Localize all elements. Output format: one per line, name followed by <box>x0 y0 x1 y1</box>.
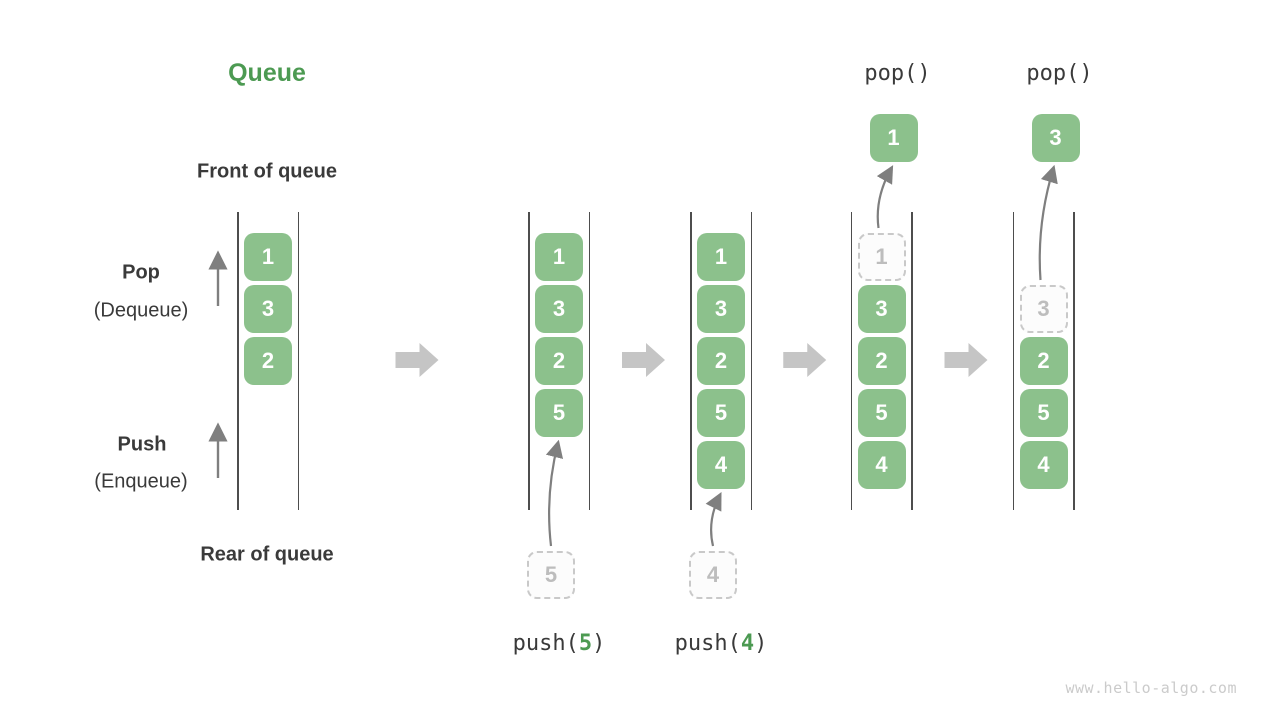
queue-cell: 5 <box>857 389 906 437</box>
queue-cell: 4 <box>697 441 745 489</box>
queue-cell: 2 <box>535 337 583 385</box>
queue-cell: 2 <box>1019 337 1068 385</box>
queue-cell: 2 <box>857 337 906 385</box>
queue-rail-left <box>237 212 239 510</box>
queue-cell: 3 <box>857 285 906 333</box>
queue-rail-left <box>850 212 852 510</box>
queue-cell: 3 <box>697 285 745 333</box>
pop-call-label: pop() <box>1026 61 1092 86</box>
queue-cell: 4 <box>857 441 906 489</box>
rear-of-queue-label: Rear of queue <box>200 543 334 566</box>
next-state-arrow-icon <box>395 343 439 377</box>
queue-cell: 2 <box>697 337 745 385</box>
queue-cell: 5 <box>535 389 583 437</box>
queue-cell: 2 <box>244 337 292 385</box>
diagram-title: Queue <box>228 59 306 87</box>
queue-cell: 5 <box>1019 389 1068 437</box>
dequeue-label: (Dequeue) <box>93 299 189 322</box>
push-label: Push <box>117 433 167 456</box>
push-call-arg: 4 <box>740 631 755 656</box>
queue-rail-right <box>911 212 913 510</box>
queue-rail-left <box>690 212 692 510</box>
popped-cell: 1 <box>869 114 918 162</box>
push-ghost-cell: 4 <box>689 551 737 599</box>
push-call-label: push(5) <box>513 631 606 656</box>
popped-cell: 3 <box>1031 114 1080 162</box>
push-call-arg: 5 <box>578 631 593 656</box>
queue-rail-right <box>750 212 752 510</box>
queue-cell-ghost: 1 <box>857 233 906 281</box>
front-of-queue-label: Front of queue <box>197 160 337 183</box>
push-arrow <box>705 492 722 547</box>
push-arrow <box>545 439 564 547</box>
pop-arrow <box>876 165 894 229</box>
pop-call-text: pop() <box>1026 61 1093 86</box>
watermark: www.hello-algo.com <box>1065 679 1237 697</box>
push-call-label: push(4) <box>675 631 768 656</box>
queue-cell-ghost: 3 <box>1019 285 1068 333</box>
push-call-suffix: ) <box>754 631 768 656</box>
next-state-arrow-icon <box>622 343 665 377</box>
push-call-prefix: push( <box>674 631 741 656</box>
enqueue-label: (Enqueue) <box>94 470 188 493</box>
queue-rail-left <box>528 212 530 510</box>
queue-rail-left <box>1012 212 1014 510</box>
pop-label: Pop <box>122 261 160 284</box>
queue-rail-right <box>297 212 299 510</box>
push-call-prefix: push( <box>512 631 579 656</box>
queue-cell: 3 <box>244 285 292 333</box>
pop-arrow <box>1038 164 1058 281</box>
next-state-arrow-icon <box>944 343 988 377</box>
pop-call-label: pop() <box>864 61 930 86</box>
queue-cell: 1 <box>697 233 745 281</box>
queue-cell: 1 <box>244 233 292 281</box>
queue-rail-right <box>588 212 590 510</box>
next-state-arrow-icon <box>783 343 827 377</box>
queue-cell: 5 <box>697 389 745 437</box>
queue-rail-right <box>1073 212 1075 510</box>
pop-call-text: pop() <box>864 61 931 86</box>
push-ghost-cell: 5 <box>527 551 575 599</box>
queue-cell: 3 <box>535 285 583 333</box>
queue-cell: 1 <box>535 233 583 281</box>
queue-cell: 4 <box>1019 441 1068 489</box>
push-call-suffix: ) <box>592 631 606 656</box>
